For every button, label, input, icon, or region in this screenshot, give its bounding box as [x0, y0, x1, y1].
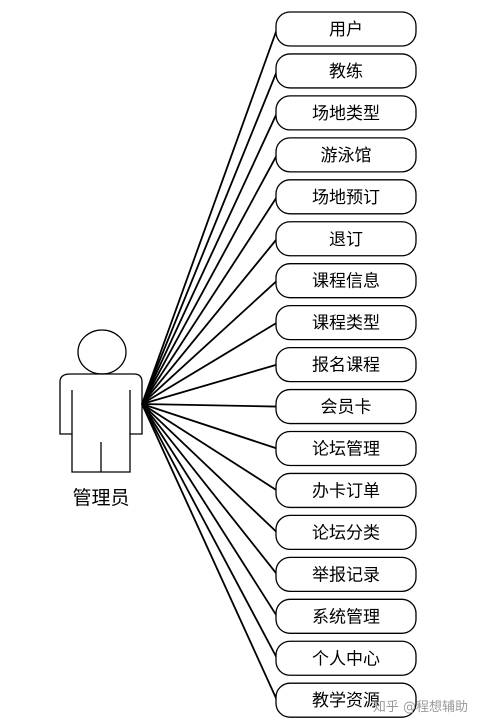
association-line — [141, 403, 278, 659]
actor-body — [59, 373, 143, 473]
association-line — [141, 321, 278, 405]
use-case-box — [275, 388, 417, 425]
use-case-label: 退订 — [329, 230, 363, 250]
use-case: 教学资源 — [275, 682, 417, 718]
use-case: 系统管理 — [275, 598, 417, 634]
use-case-list: 用户教练场地类型游泳馆场地预订退订课程信息课程类型报名课程会员卡论坛管理办卡订单… — [275, 11, 417, 718]
use-case: 用户 — [275, 11, 417, 47]
use-case: 论坛分类 — [275, 514, 417, 551]
use-case-box — [275, 682, 417, 718]
use-case: 教练 — [275, 53, 417, 89]
association-line — [141, 403, 278, 450]
association-line — [141, 403, 278, 408]
use-case-box — [275, 346, 417, 383]
use-case-label: 会员卡 — [321, 398, 372, 418]
use-case-label: 系统管理 — [312, 607, 380, 627]
association-line — [141, 70, 278, 405]
use-case: 举报记录 — [275, 556, 417, 592]
use-case: 办卡订单 — [275, 472, 417, 509]
use-case-label: 论坛分类 — [312, 523, 380, 543]
use-case: 报名课程 — [275, 346, 417, 383]
association-line — [141, 28, 278, 405]
use-case: 场地类型 — [275, 95, 417, 131]
use-case-box — [275, 263, 417, 299]
use-case-box — [275, 221, 417, 257]
use-case-label: 报名课程 — [312, 356, 380, 376]
use-case-label: 场地预订 — [312, 188, 380, 208]
use-case-label: 课程类型 — [312, 314, 380, 334]
association-line — [141, 196, 278, 405]
use-case-box — [275, 304, 417, 341]
use-case-box — [275, 430, 417, 467]
use-case: 课程信息 — [275, 263, 417, 299]
actor-head — [77, 329, 127, 375]
association-lines — [141, 28, 278, 701]
use-case-label: 教练 — [329, 62, 363, 82]
use-case-label: 场地类型 — [312, 104, 380, 124]
use-case: 场地预订 — [275, 179, 417, 215]
use-case-label: 游泳馆 — [321, 146, 372, 166]
use-case-box — [275, 95, 417, 131]
association-line — [141, 403, 278, 701]
association-line — [141, 238, 278, 405]
use-case: 退订 — [275, 221, 417, 257]
actor-label: 管理员 — [72, 487, 129, 509]
use-case: 论坛管理 — [275, 430, 417, 467]
watermark: 知乎 @程想辅助 — [373, 699, 468, 715]
use-case-box — [275, 556, 417, 592]
use-case-label: 论坛管理 — [312, 440, 380, 460]
use-case: 课程类型 — [275, 304, 417, 341]
association-line — [141, 363, 278, 405]
use-case-box — [275, 137, 417, 173]
use-case-box — [275, 53, 417, 89]
actor-figure — [59, 329, 143, 473]
association-line — [141, 280, 278, 405]
association-line — [141, 403, 278, 534]
use-case: 游泳馆 — [275, 137, 417, 173]
use-case-box — [275, 640, 417, 676]
use-case-box — [275, 598, 417, 634]
use-case: 会员卡 — [275, 388, 417, 425]
association-line — [141, 403, 278, 492]
use-case-box — [275, 472, 417, 509]
use-case-label: 课程信息 — [312, 272, 380, 292]
use-case-box — [275, 179, 417, 215]
use-case-label: 举报记录 — [312, 565, 380, 585]
use-case-label: 教学资源 — [312, 691, 380, 711]
association-line — [141, 403, 278, 575]
use-case-label: 个人中心 — [312, 649, 380, 669]
use-case-label: 办卡订单 — [312, 481, 380, 501]
association-line — [141, 403, 278, 617]
use-case-box — [275, 514, 417, 551]
use-case: 个人中心 — [275, 640, 417, 676]
use-case-box — [275, 11, 417, 47]
use-case-label: 用户 — [329, 20, 363, 40]
association-line — [141, 112, 278, 405]
association-line — [141, 154, 278, 405]
